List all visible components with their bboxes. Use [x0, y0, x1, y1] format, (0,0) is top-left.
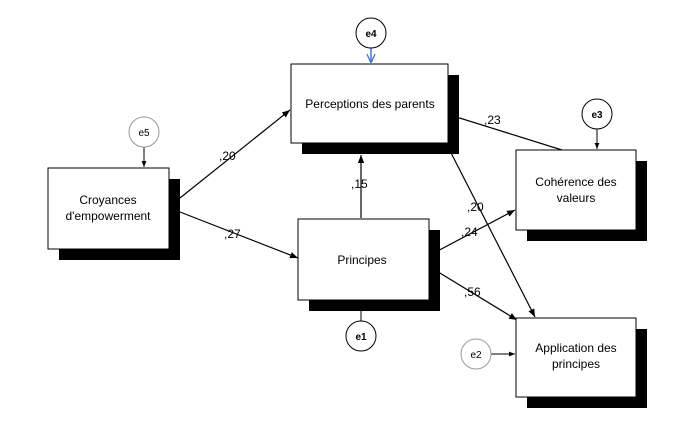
- path-croyances-perceptions: [179, 109, 291, 199]
- error-e3-label: e3: [591, 110, 603, 121]
- error-e3-circle: [581, 98, 613, 130]
- error-e5: e5: [128, 116, 160, 148]
- node-croyances-label-1: Croyances: [79, 193, 136, 207]
- node-coherence-label-2: valeurs: [557, 191, 596, 205]
- path-principes-coherence: [429, 209, 516, 256]
- coef-croyances-perceptions: ,20: [219, 149, 236, 163]
- path-perceptions-application: [446, 144, 536, 318]
- node-perceptions-label: Perceptions des parents: [305, 97, 434, 111]
- node-application-box: [515, 317, 637, 398]
- node-application-label-1: Application des: [535, 341, 616, 355]
- node-coherence-box: [515, 149, 637, 231]
- node-principes-box: [297, 218, 430, 301]
- coef-principes-perceptions: ,15: [351, 177, 368, 191]
- node-application-label-2: principes: [552, 357, 600, 371]
- error-e2-label: e2: [470, 350, 482, 361]
- path-perceptions-coherence: [449, 114, 579, 156]
- path-principes-application: [429, 266, 518, 321]
- coef-perceptions-coherence: ,23: [484, 113, 501, 127]
- error-e4: e4: [355, 17, 387, 49]
- coef-croyances-principes: ,27: [224, 227, 241, 241]
- node-coherence: Cohérence des valeurs: [515, 149, 647, 241]
- node-principes-label: Principes: [337, 253, 386, 267]
- node-perceptions-box: [290, 63, 449, 144]
- path-croyances-principes: [179, 211, 299, 259]
- error-e1: e1: [345, 320, 377, 352]
- node-principes: Principes: [297, 218, 440, 311]
- node-croyances: Croyances d'empowerment: [47, 167, 180, 260]
- coef-principes-coherence: ,24: [461, 225, 478, 239]
- error-e4-label: e4: [365, 29, 377, 40]
- node-application: Application des principes: [515, 317, 647, 408]
- node-perceptions: Perceptions des parents: [290, 63, 459, 154]
- node-croyances-box: [47, 167, 170, 250]
- error-e3: e3: [581, 98, 613, 130]
- coef-perceptions-application: ,20: [467, 200, 484, 214]
- node-coherence-label-1: Cohérence des: [535, 175, 616, 189]
- error-e5-circle: [128, 116, 160, 148]
- error-e5-label: e5: [138, 128, 150, 139]
- error-e1-label: e1: [355, 332, 367, 343]
- error-e4-circle: [355, 17, 387, 49]
- error-e2: e2: [460, 338, 492, 370]
- node-croyances-label-2: d'empowerment: [66, 209, 152, 223]
- error-e1-circle: [345, 320, 377, 352]
- coef-principes-application: ,56: [464, 285, 481, 299]
- error-e2-circle: [460, 338, 492, 370]
